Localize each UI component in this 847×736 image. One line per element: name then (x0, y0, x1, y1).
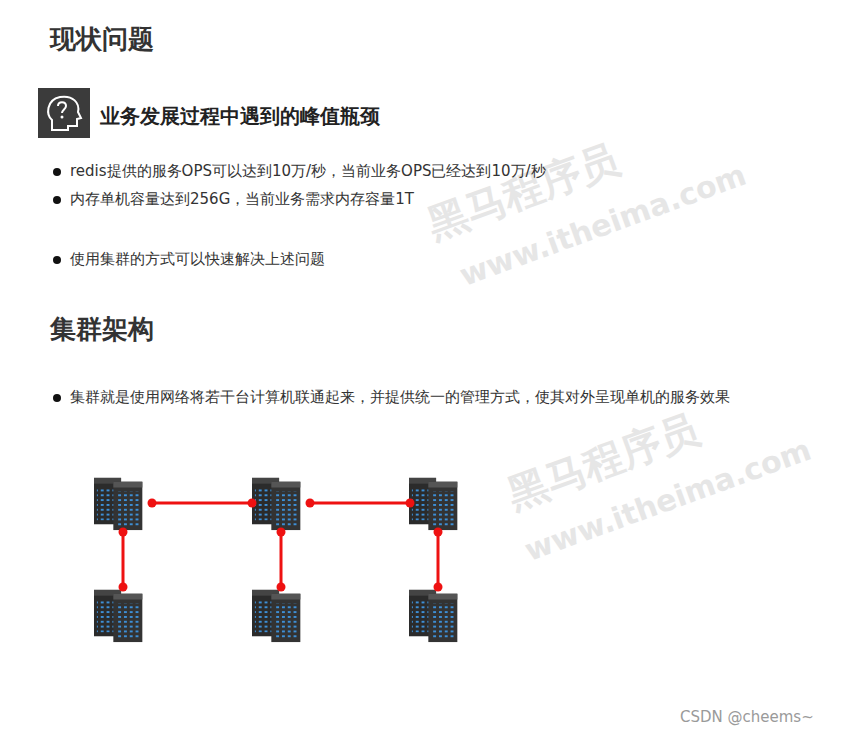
bullet-dots (53, 168, 61, 402)
link-dots (119, 499, 443, 592)
footer-credit: CSDN @cheems~ (680, 708, 814, 726)
bullet-text: 使用集群的方式可以快速解决上述问题 (70, 250, 325, 269)
section-title: 集群架构 (50, 312, 154, 347)
server-racks (94, 474, 465, 642)
bullet-text: 内存单机容量达到256G，当前业务需求内存容量1T (70, 190, 414, 209)
bullet-text: redis提供的服务OPS可以达到10万/秒，当前业务OPS已经达到10万/秒 (70, 162, 546, 181)
bullet-text: 集群就是使用网络将若干台计算机联通起来，并提供统一的管理方式，使其对外呈现单机的… (70, 388, 730, 407)
question-icon (38, 88, 90, 138)
page-title: 现状问题 (50, 22, 154, 57)
section-heading: 业务发展过程中遇到的峰值瓶颈 (100, 103, 380, 130)
